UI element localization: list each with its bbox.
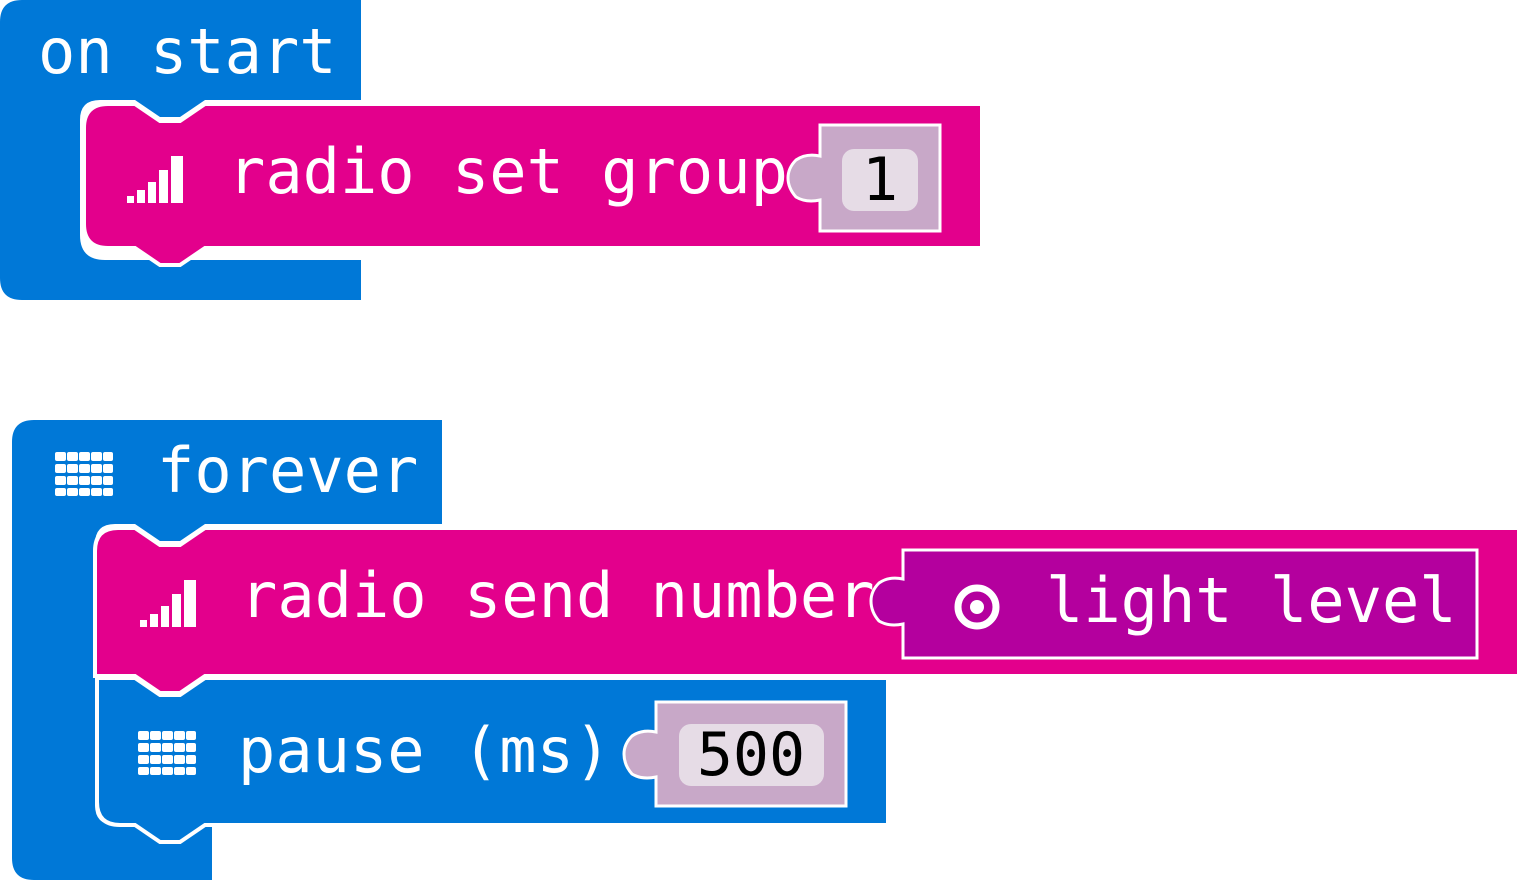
signal-bars-icon	[140, 580, 196, 627]
forever-block[interactable]: forever	[12, 420, 442, 880]
group-value-field[interactable]	[842, 149, 918, 211]
on-start-block-body[interactable]	[0, 0, 361, 300]
target-icon	[954, 584, 1000, 630]
pause-value-field[interactable]	[679, 724, 824, 786]
group-number-input[interactable]: 1	[786, 123, 942, 233]
radio-set-group-block-body[interactable]	[82, 102, 984, 267]
radio-set-group-block[interactable]: radio set group 1	[82, 102, 984, 267]
radio-set-group-label: radio set group	[228, 135, 788, 208]
on-start-block[interactable]: on start	[0, 0, 361, 300]
pause-value[interactable]: 500	[697, 720, 805, 790]
pause-block[interactable]: pause (ms) 500	[95, 676, 890, 844]
light-level-reporter[interactable]: light level	[869, 548, 1479, 660]
led-grid-icon	[55, 452, 113, 496]
on-start-label: on start	[38, 15, 337, 88]
group-value[interactable]: 1	[862, 145, 898, 215]
pause-label: pause (ms)	[238, 714, 611, 787]
light-level-reporter-body[interactable]	[869, 548, 1479, 660]
forever-label: forever	[157, 434, 418, 507]
radio-send-number-label: radio send number	[240, 559, 875, 632]
signal-bars-icon	[127, 156, 183, 203]
led-grid-icon	[138, 731, 196, 775]
pause-duration-input[interactable]: 500	[622, 700, 848, 808]
light-level-label: light level	[1046, 564, 1457, 637]
radio-send-number-block[interactable]: radio send number light level	[93, 526, 1521, 695]
